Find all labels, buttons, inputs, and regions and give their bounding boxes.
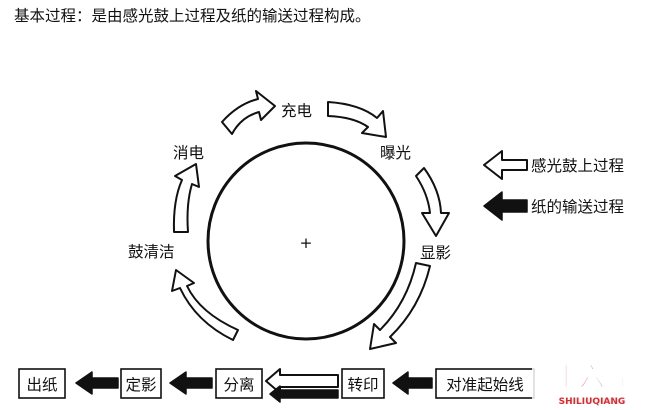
legend-drum-arrow — [483, 150, 528, 180]
box-fix — [120, 368, 162, 399]
drum-arrow-develop-to-transfer — [369, 262, 431, 350]
drum-arrow-charge-to-exposure — [327, 101, 387, 138]
drum-arrow-exposure-to-develop — [415, 167, 450, 237]
label-registration: 对准起始线 — [446, 376, 524, 394]
legend-paper-label: 纸的输送过程 — [531, 198, 624, 216]
paper-arrow-fix-to-output — [75, 371, 119, 395]
label-fix: 定影 — [125, 376, 156, 394]
label-develop: 显影 — [420, 244, 451, 262]
label-discharge: 消电 — [173, 144, 204, 162]
watermark-logo: 十六腔 SHILIUQIANG — [532, 352, 652, 408]
paper-arrow-separate-to-fix — [169, 371, 213, 395]
paper-arrow-transfer-to-separate — [269, 385, 339, 403]
box-separate — [215, 368, 263, 399]
watermark-sub: SHILIUQIANG — [559, 397, 626, 407]
label-output: 出纸 — [26, 376, 57, 394]
label-transfer: 转印 — [347, 376, 378, 394]
legend-drum-label: 感光鼓上过程 — [531, 157, 624, 175]
watermark-main: 十六腔 — [553, 363, 631, 393]
paper-arrow-registration-to-transfer — [392, 371, 433, 395]
label-separate: 分离 — [223, 376, 254, 394]
drum-center-mark: + — [300, 234, 313, 252]
box-output — [18, 368, 66, 399]
label-clean: 鼓清洁 — [128, 243, 175, 261]
legend-paper-arrow — [483, 191, 528, 221]
box-registration — [435, 368, 535, 399]
label-exposure: 曝光 — [380, 144, 411, 162]
label-charge: 充电 — [281, 102, 312, 120]
paper-arrow-transfer-to-separate-hollow — [265, 368, 339, 394]
box-transfer — [341, 368, 385, 399]
heading: 基本过程：是由感光鼓上过程及纸的输送过程构成。 — [14, 7, 371, 25]
drum-arrow-separate-to-clean — [171, 269, 239, 341]
drum-arrow-discharge-to-charge — [221, 90, 276, 135]
drum-arrow-clean-to-discharge — [172, 163, 200, 233]
photosensitive-drum — [206, 141, 406, 341]
